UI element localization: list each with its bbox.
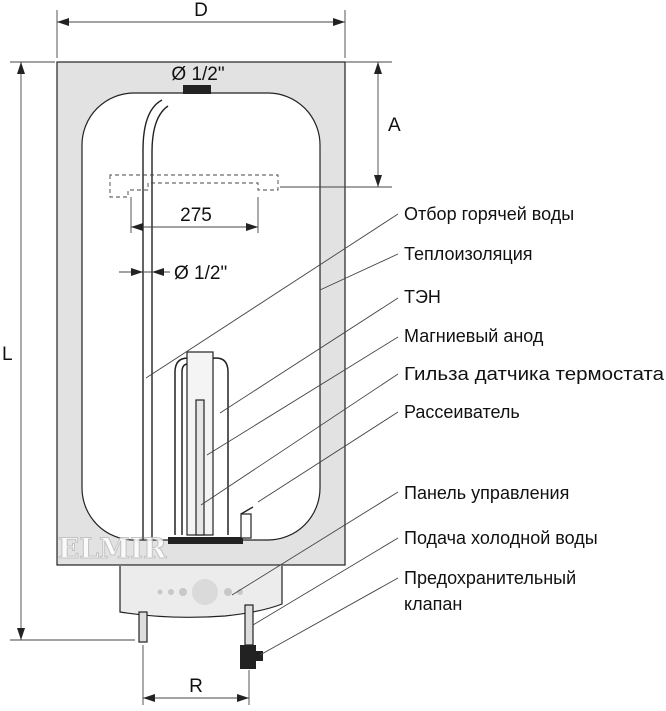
mounting-bracket (109, 174, 279, 198)
dimension-d: D (56, 0, 346, 58)
dim-label-275: 275 (180, 205, 212, 226)
flange (168, 537, 243, 544)
cold-inlet-pipe (138, 611, 148, 643)
callout-heating-element: ТЭН (404, 287, 441, 307)
hot-water-pipe (142, 99, 163, 540)
dim-label-d: D (194, 0, 208, 21)
callout-hot-water: Отбор горячей воды (404, 204, 574, 224)
top-fitting (183, 85, 211, 94)
dimension-pipe-diameter: Ø 1/2" (119, 263, 227, 284)
hot-water-pipe-inner (151, 105, 169, 540)
control-panel-display (157, 579, 243, 605)
dimension-a: A (280, 61, 401, 188)
dimension-275: 275 (130, 197, 259, 233)
hot-outlet-pipe (244, 604, 254, 646)
callout-diffuser: Рассеиватель (404, 402, 520, 422)
dim-label-inner-fitting: Ø 1/2" (174, 263, 227, 284)
safety-valve (240, 645, 263, 669)
dim-label-a: A (388, 115, 401, 136)
dim-label-r: R (189, 676, 203, 697)
callout-control-panel: Панель управления (404, 483, 569, 503)
callout-safety-valve-2: клапан (404, 594, 462, 614)
thermostat-sleeve (195, 399, 205, 536)
diffuser (240, 506, 254, 539)
callout-thermostat-sleeve: Гильза датчика термостата (404, 364, 665, 384)
leader-lines (145, 213, 399, 656)
callout-magnesium-anode: Магниевый анод (404, 326, 544, 346)
watermark: ELMIR (58, 532, 167, 565)
callout-cold-water: Подача холодной воды (404, 528, 598, 548)
dimension-l: L (2, 61, 135, 641)
dim-label-l: L (2, 344, 13, 365)
callout-insulation: Теплоизоляция (404, 244, 533, 264)
dimension-r: R (142, 645, 250, 705)
callout-safety-valve: Предохранительный (404, 568, 576, 588)
dim-label-top-fitting: Ø 1/2" (171, 64, 224, 85)
